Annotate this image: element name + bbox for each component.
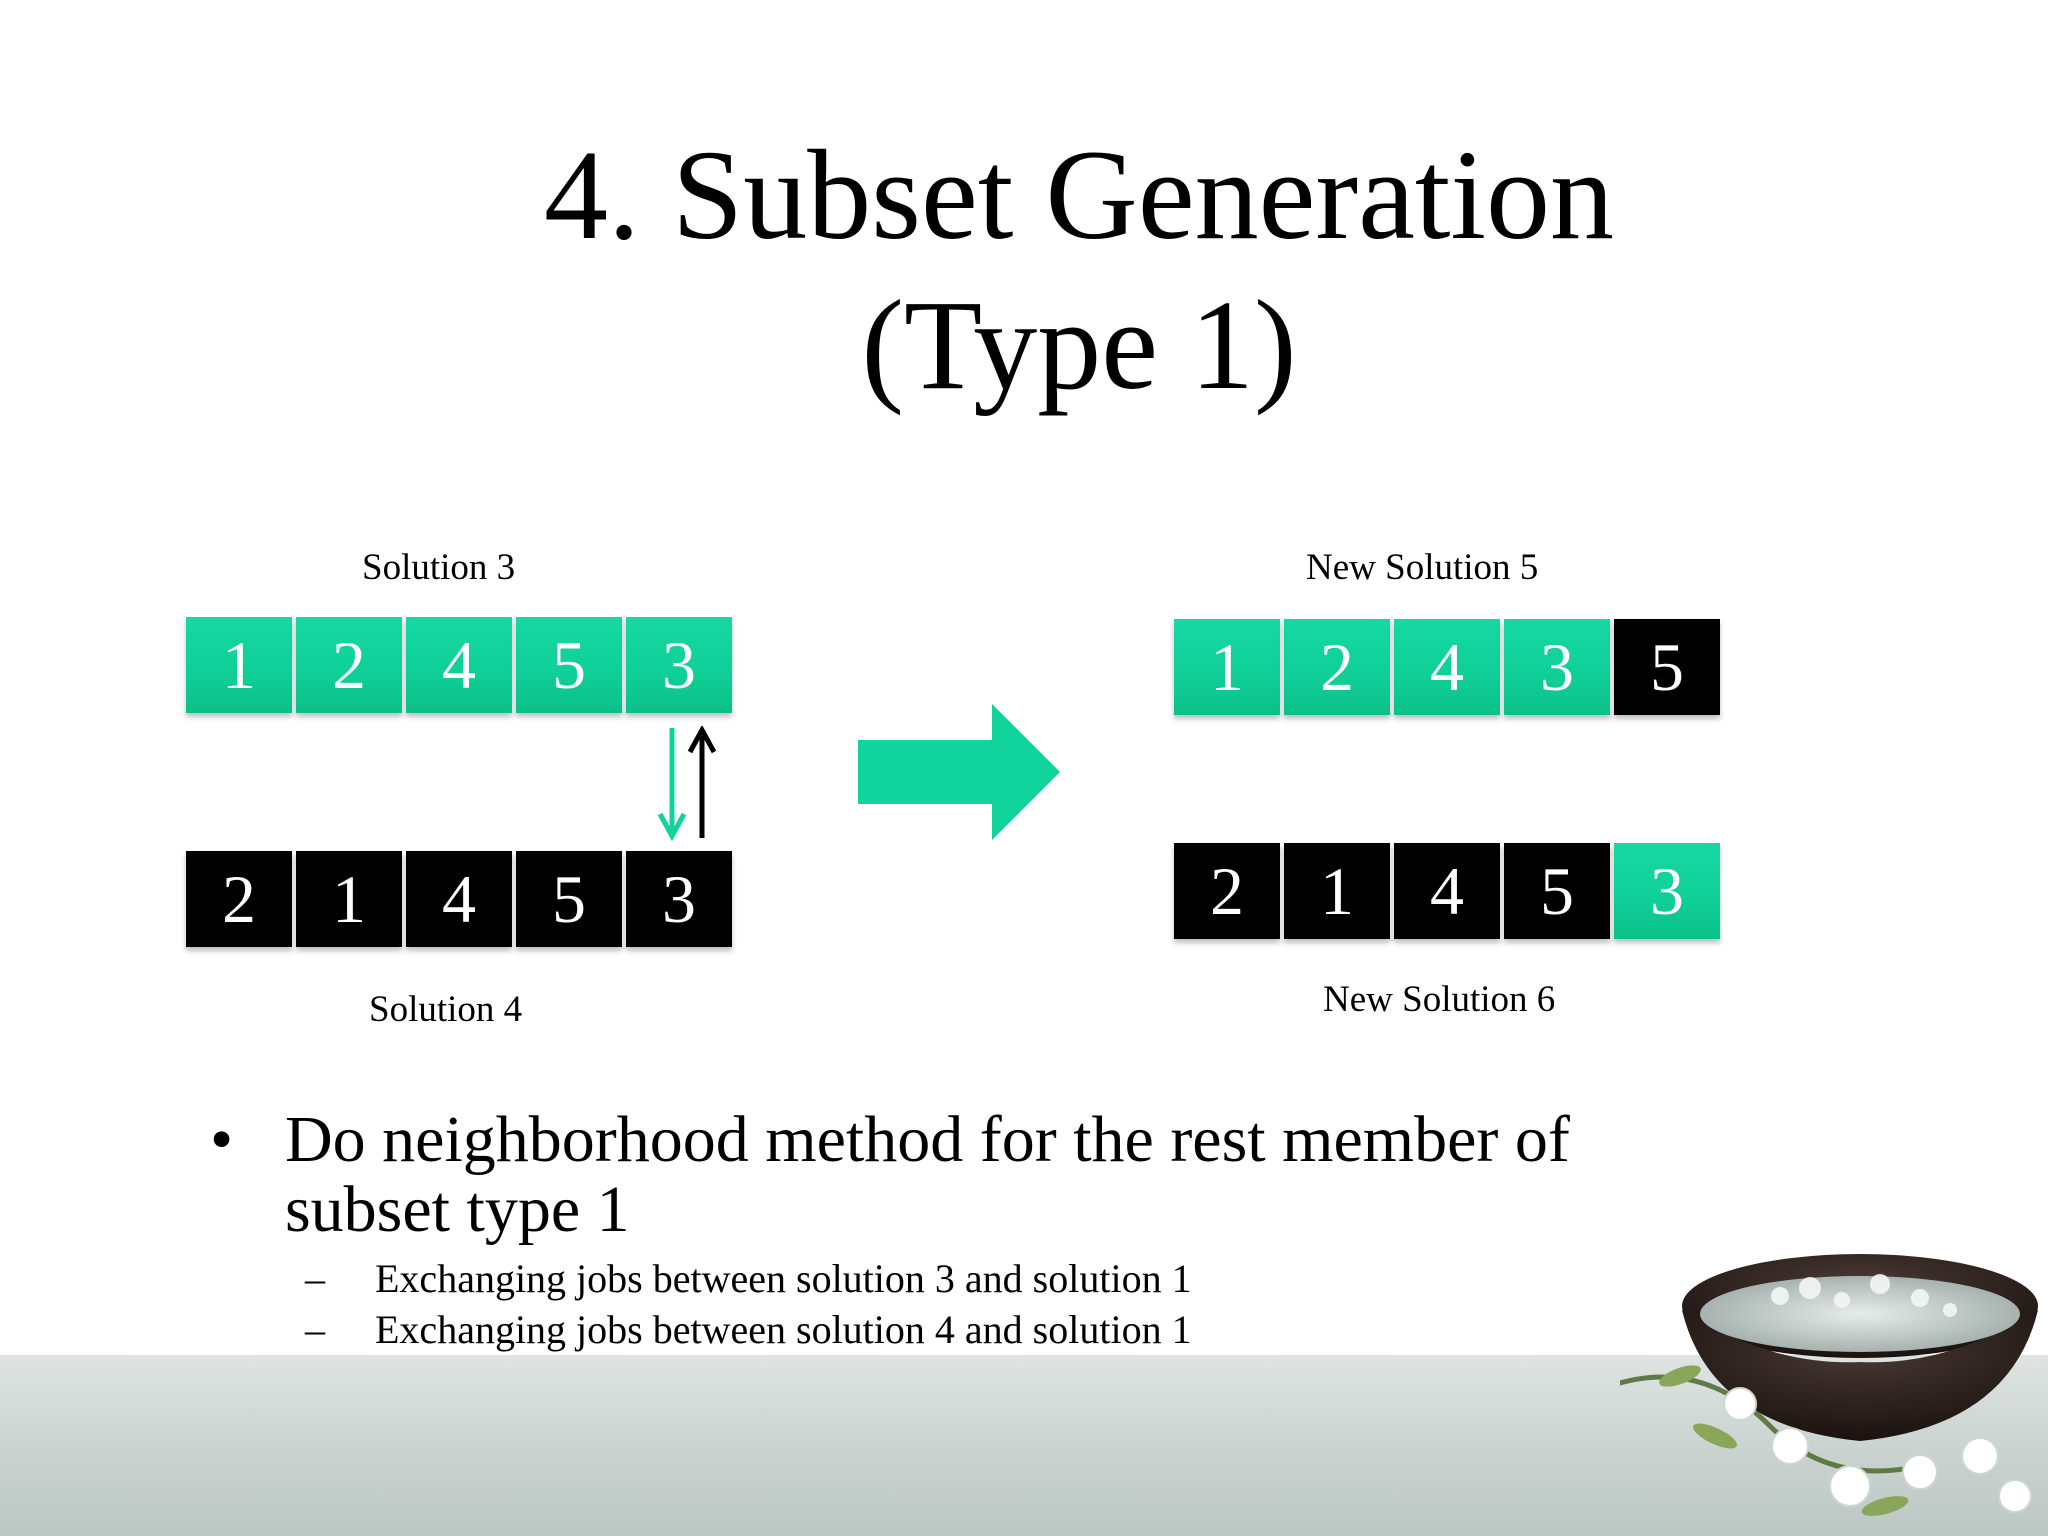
slide-title-line1: 4. Subset Generation	[544, 124, 1614, 266]
solution3-cell: 3	[626, 617, 732, 713]
sub-bullet-1-text: Exchanging jobs between solution 3 and s…	[375, 1256, 1192, 1301]
solution4-label: Solution 4	[369, 989, 523, 1030]
down-arrow-icon	[657, 728, 687, 842]
solution4-cell: 2	[186, 851, 292, 947]
solution3-cell: 2	[296, 617, 402, 713]
new-solution6-cell: 1	[1284, 843, 1390, 939]
new-solution5-cell: 2	[1284, 619, 1390, 715]
sub-bullet-2-text: Exchanging jobs between solution 4 and s…	[375, 1307, 1192, 1352]
bullet-marker: •	[210, 1103, 234, 1176]
up-arrow-icon	[687, 726, 717, 838]
solution4-cell: 4	[406, 851, 512, 947]
solution4-cell: 5	[516, 851, 622, 947]
new-solution5-cell: 5	[1614, 619, 1720, 715]
slide-title-line2: (Type 1)	[861, 274, 1297, 416]
new-solution6-cell: 3	[1614, 843, 1720, 939]
solution4-cell: 3	[626, 851, 732, 947]
solution3-cell: 1	[186, 617, 292, 713]
bullet-main-text: Do neighborhood method for the rest memb…	[285, 1103, 1570, 1246]
new-solution5-cell: 4	[1394, 619, 1500, 715]
new-solution5-cell: 1	[1174, 619, 1280, 715]
bowl-decoration	[1620, 1254, 2038, 1516]
right-arrow-icon	[858, 704, 1060, 840]
new-solution6-cell: 5	[1504, 843, 1610, 939]
new-solution6-label: New Solution 6	[1323, 979, 1556, 1020]
swap-arrows	[657, 726, 717, 842]
solution3-label: Solution 3	[362, 547, 516, 588]
solution3-cell: 5	[516, 617, 622, 713]
new-solution6-cell: 2	[1174, 843, 1280, 939]
solution4-cell: 1	[296, 851, 402, 947]
sub-bullet-marker: –	[305, 1256, 325, 1301]
sub-bullet-marker: –	[305, 1307, 325, 1352]
new-solution5-cell: 3	[1504, 619, 1610, 715]
new-solution5-label: New Solution 5	[1306, 547, 1539, 588]
solution3-cell: 4	[406, 617, 512, 713]
new-solution6-cell: 4	[1394, 843, 1500, 939]
